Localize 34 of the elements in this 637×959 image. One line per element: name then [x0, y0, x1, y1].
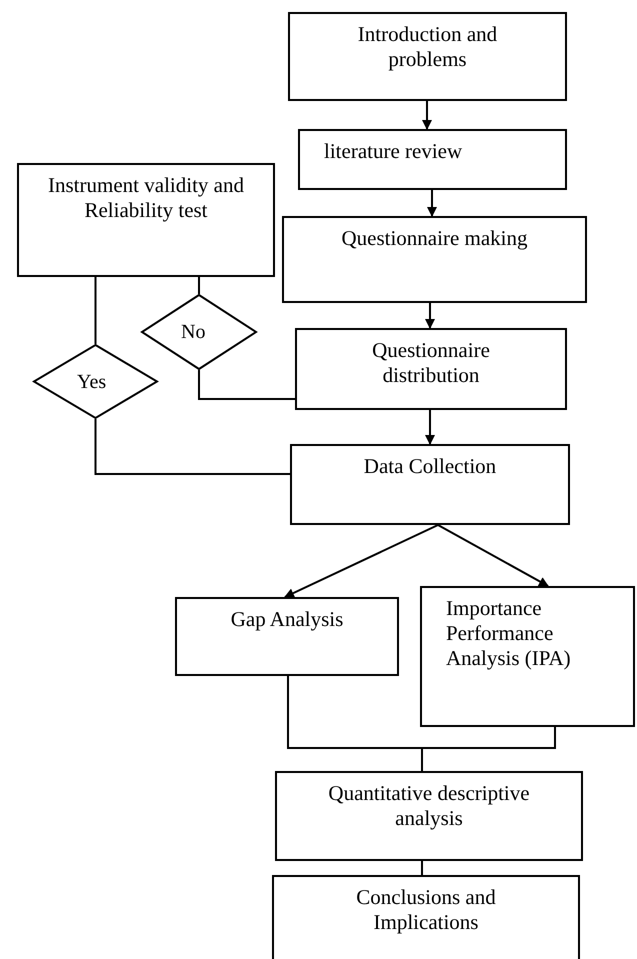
connector-line — [198, 370, 295, 400]
box-label: Conclusions and Implications — [355, 885, 497, 936]
box-label: Instrument validity and Reliability test — [47, 173, 245, 224]
connector-line — [94, 277, 96, 344]
process-box — [17, 163, 275, 277]
process-box — [420, 586, 635, 727]
box-label: literature review — [324, 139, 462, 164]
arrow — [438, 524, 549, 587]
process-box — [290, 444, 570, 525]
arrow — [425, 410, 435, 445]
box-label: Questionnaire distribution — [371, 338, 491, 388]
connector-line — [421, 727, 556, 771]
connector-line — [94, 419, 290, 475]
box-label: Importance Performance Analysis (IPA) — [446, 596, 572, 672]
arrow — [425, 303, 435, 329]
arrow — [422, 101, 432, 130]
arrow — [427, 190, 437, 217]
process-box — [275, 771, 583, 861]
box-label: Introduction and problems — [356, 22, 498, 72]
process-box — [298, 129, 567, 190]
arrow — [284, 524, 438, 598]
process-box — [282, 216, 587, 303]
process-box — [295, 328, 567, 410]
box-label: Questionnaire making — [341, 226, 528, 252]
box-label: Data Collection — [364, 454, 496, 480]
decision-label: Yes — [77, 372, 106, 392]
process-box — [175, 597, 399, 676]
box-label: Quantitative descriptive analysis — [327, 781, 531, 832]
connector-line — [198, 277, 200, 294]
decision-label: No — [181, 322, 206, 342]
box-label: Gap Analysis — [230, 607, 344, 632]
process-box — [272, 875, 580, 959]
process-box — [288, 12, 567, 101]
connector-line — [421, 861, 423, 875]
